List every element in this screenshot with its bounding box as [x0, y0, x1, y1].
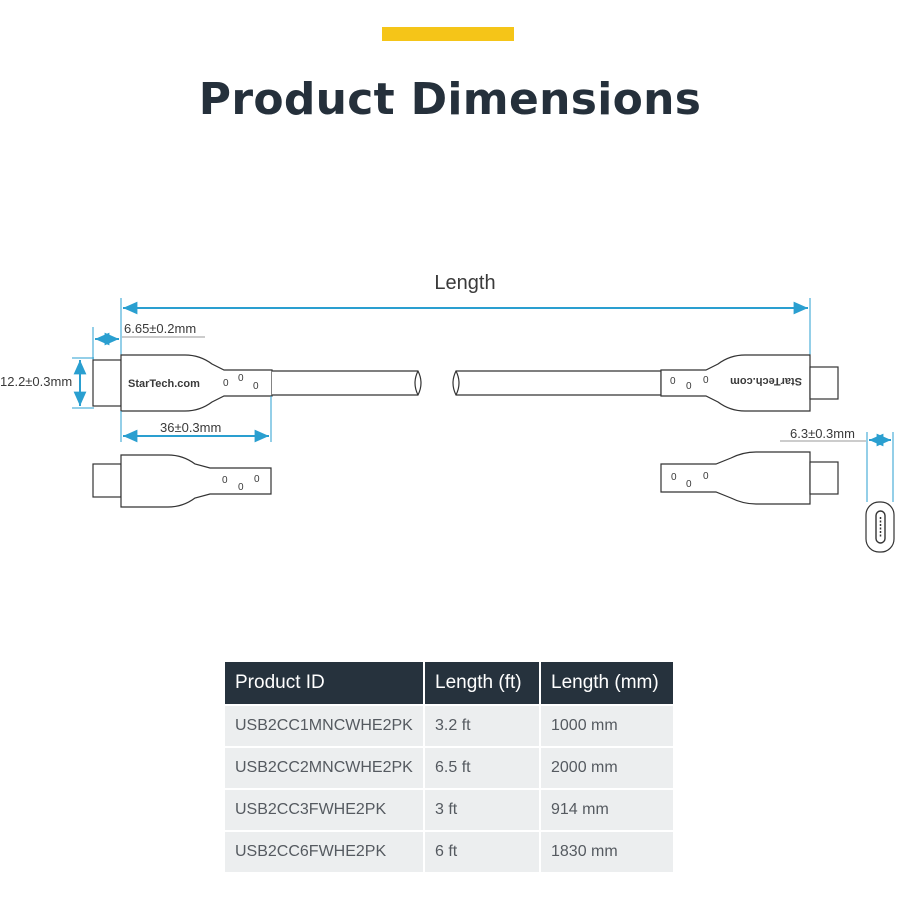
column-header-length-ft: Length (ft)	[424, 662, 541, 705]
table-row: USB2CC6FWHE2PK 6 ft 1830 mm	[225, 830, 673, 872]
page-title: Product Dimensions	[198, 74, 702, 125]
table-row: USB2CC1MNCWHE2PK 3.2 ft 1000 mm	[225, 704, 673, 747]
cell-length-ft: 3 ft	[424, 788, 541, 831]
connector-mark: 0	[703, 471, 709, 482]
cell-product-id: USB2CC3FWHE2PK	[225, 788, 425, 831]
cell-product-id: USB2CC6FWHE2PK	[225, 830, 425, 872]
column-header-product-id: Product ID	[225, 662, 425, 705]
dimension-diagram: Length 6.65±0.2mm 12.2±0.3mm StarTech.co…	[0, 272, 895, 553]
table-row: USB2CC3FWHE2PK 3 ft 914 mm	[225, 788, 673, 831]
cell-product-id: USB2CC2MNCWHE2PK	[225, 746, 425, 789]
length-label: Length	[434, 272, 495, 294]
height-label: 12.2±0.3mm	[0, 374, 72, 389]
cell-length-ft: 3.2 ft	[424, 704, 541, 747]
tip-depth-label: 6.65±0.2mm	[124, 321, 196, 336]
cell-product-id: USB2CC1MNCWHE2PK	[225, 704, 425, 747]
cell-length-mm: 1830 mm	[540, 830, 673, 872]
connector-mark: 0	[686, 381, 692, 392]
right-connector-top	[452, 354, 839, 412]
cell-length-ft: 6.5 ft	[424, 746, 541, 789]
connector-mark: 0	[671, 472, 677, 483]
connector-mark: 0	[253, 381, 259, 392]
brand-logo-left: StarTech.com	[128, 378, 200, 390]
connector-mark: 0	[686, 479, 692, 490]
body-length-label: 36±0.3mm	[160, 420, 221, 435]
connector-mark: 0	[222, 475, 228, 486]
connector-mark: 0	[238, 482, 244, 493]
left-connector-bottom	[92, 454, 272, 508]
accent-bar	[382, 27, 514, 41]
cell-length-mm: 914 mm	[540, 788, 673, 831]
product-spec-table: Product ID Length (ft) Length (mm) USB2C…	[225, 662, 673, 872]
cell-length-mm: 1000 mm	[540, 704, 673, 747]
usb-c-end-view	[865, 501, 895, 553]
brand-logo-right: StarTech.com	[730, 375, 802, 387]
right-connector-bottom	[660, 451, 839, 505]
table-header-row: Product ID Length (ft) Length (mm)	[225, 662, 673, 705]
left-connector-top	[92, 354, 422, 412]
connector-mark: 0	[670, 376, 676, 387]
column-header-length-mm: Length (mm)	[540, 662, 673, 705]
thickness-label: 6.3±0.3mm	[790, 426, 855, 441]
connector-mark: 0	[254, 474, 260, 485]
connector-mark: 0	[703, 375, 709, 386]
connector-mark: 0	[238, 373, 244, 384]
cell-length-mm: 2000 mm	[540, 746, 673, 789]
table-row: USB2CC2MNCWHE2PK 6.5 ft 2000 mm	[225, 746, 673, 789]
cell-length-ft: 6 ft	[424, 830, 541, 872]
connector-mark: 0	[223, 378, 229, 389]
